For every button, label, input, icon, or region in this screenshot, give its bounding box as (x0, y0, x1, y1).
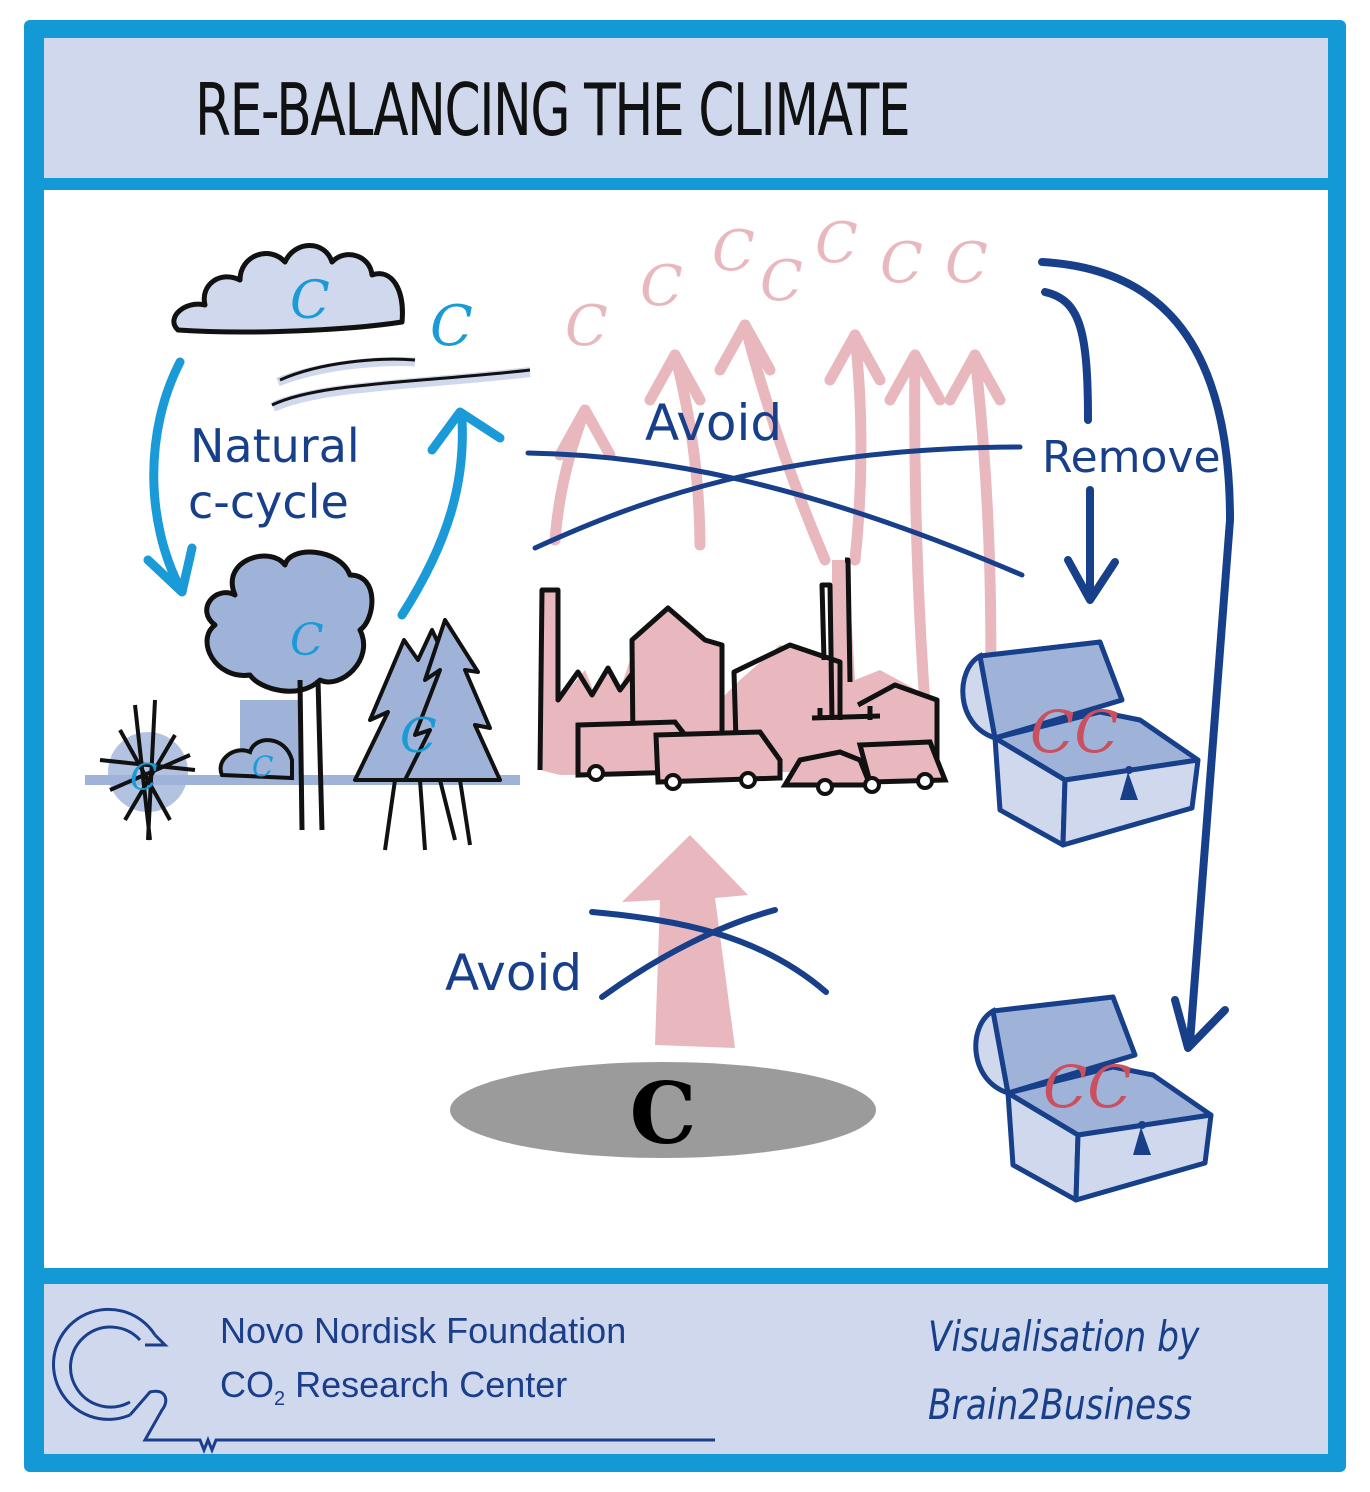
natural-cycle-up-arrow-icon (397, 407, 505, 620)
credit-line1: Visualisation by (928, 1312, 1200, 1361)
emission-arrowhead (714, 319, 776, 376)
air-carbon-symbol: C (430, 294, 473, 359)
credit-line2: Brain2Business (928, 1380, 1193, 1429)
natural-cycle-down-arrow-icon (143, 357, 197, 597)
org-co: CO (220, 1364, 274, 1405)
grass-carbon-symbol: C (130, 758, 158, 799)
shrub-carbon-symbol: C (252, 750, 273, 783)
co2-research-center-logo-icon (52, 1307, 715, 1455)
remove-arrow-short-icon (1041, 288, 1119, 604)
org-name-line1: Novo Nordisk Foundation (220, 1310, 627, 1351)
emission-arrow (669, 349, 706, 551)
conifer-carbon-symbol: C (400, 708, 437, 764)
emission-arrowhead (884, 349, 946, 406)
fossil-carbon-symbol: C (630, 1064, 697, 1163)
avoid-bottom-label: Avoid (445, 944, 582, 1002)
emission-arrowhead (644, 349, 706, 406)
emitted-carbon-symbol: C (640, 254, 683, 319)
grass-icon: C (99, 699, 196, 841)
emission-arrowhead (554, 404, 616, 461)
conifer-trees-icon: C (353, 618, 502, 851)
emitted-carbon-symbol: C (880, 231, 923, 296)
avoid-cross-top-icon (525, 444, 1025, 578)
factory-city-icon (537, 557, 949, 796)
emitted-carbon-symbol: C (565, 294, 608, 359)
org-research-center: Research Center (285, 1364, 568, 1405)
emission-arrowhead (944, 349, 1006, 406)
cloud-carbon-symbol: C (290, 271, 330, 331)
stored-carbon-bottom: CC (1043, 1053, 1132, 1121)
natural-cycle-label-line2: c-cycle (188, 475, 349, 529)
org-name-line2: CO2 Research Center (220, 1364, 567, 1411)
deciduous-tree-icon: C C (204, 549, 375, 831)
emitted-carbon-symbol: C (712, 219, 755, 284)
storage-chest-icon: CC (960, 639, 1201, 848)
remove-arrow-long-icon (1038, 258, 1235, 1052)
org-co2-subscript: 2 (274, 1388, 286, 1411)
emission-arrowhead (824, 329, 886, 386)
wind-lines-icon (270, 357, 531, 412)
natural-cycle-label-line1: Natural (190, 419, 360, 473)
page-title: RE-BALANCING THE CLIMATE (195, 68, 911, 152)
emission-arrow (849, 329, 867, 566)
emission-arrow (739, 319, 831, 566)
fossil-carbon-deposit-icon: C (450, 1062, 876, 1163)
tree-carbon-symbol: C (290, 615, 324, 666)
footer-panel (44, 1284, 1328, 1454)
remove-label: Remove (1042, 432, 1221, 483)
forest-icon: C C C C (85, 549, 520, 851)
emitted-carbon-symbol: C (760, 249, 803, 314)
ground-emission-arrow-icon (622, 835, 748, 1048)
emitted-carbon-symbol: C (945, 231, 988, 296)
avoid-cross-bottom-icon (589, 907, 829, 1000)
cloud-icon: C (171, 243, 405, 335)
header-panel (44, 38, 1328, 178)
stored-carbon-top: CC (1030, 698, 1119, 766)
emitted-carbon-symbol: C (815, 211, 858, 276)
avoid-top-label: Avoid (645, 394, 782, 452)
storage-chest-icon: CC (973, 994, 1214, 1203)
